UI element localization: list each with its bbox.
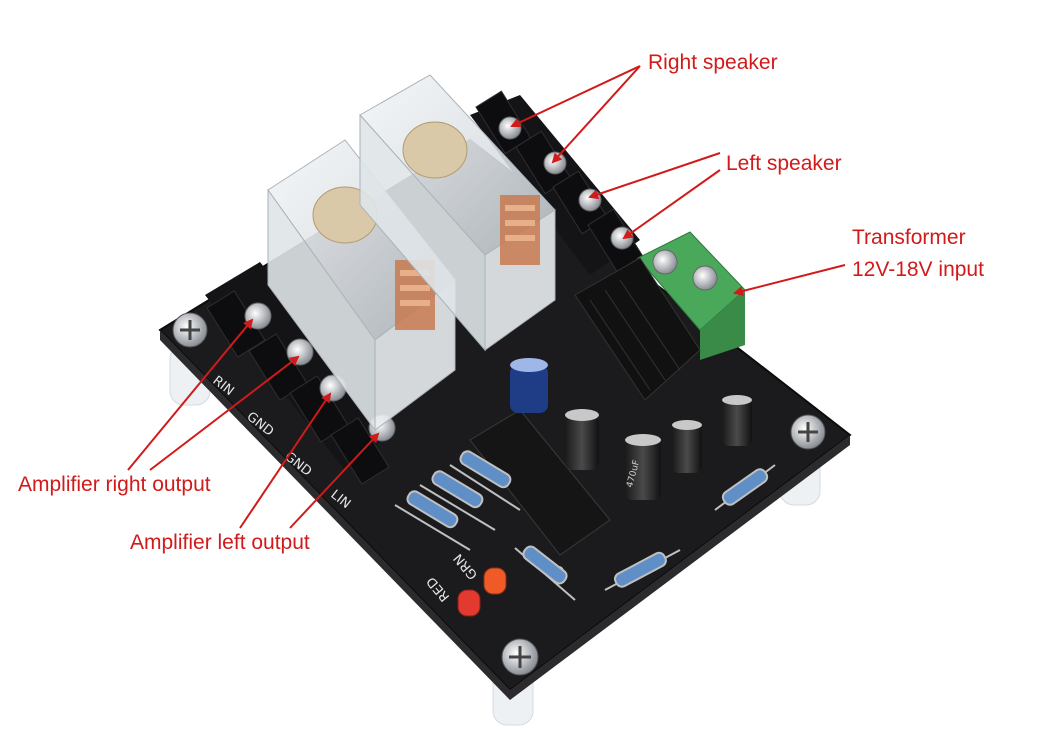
- callout-left-speaker: Left speaker: [726, 152, 842, 175]
- arrow-icon: [510, 65, 641, 128]
- relay-icon: [359, 74, 556, 352]
- ic-chip: [469, 409, 611, 556]
- arrow-icon: [622, 169, 721, 240]
- arrow-icon: [551, 65, 641, 164]
- standoff-screws: [172, 312, 826, 676]
- arrow-icon: [239, 392, 332, 529]
- resistor-icon: [394, 450, 776, 601]
- capacitor-icon: 470uF: [510, 358, 752, 500]
- relay-icon: [267, 139, 456, 432]
- callout-amp-right-output: Amplifier right output: [18, 473, 211, 496]
- callout-amp-left-output: Amplifier left output: [130, 531, 310, 554]
- arrow-icon: [149, 355, 300, 471]
- power-terminal: [637, 231, 746, 360]
- led-icon: [457, 567, 507, 617]
- input-terminal-block: [205, 262, 396, 485]
- arrow-icon: [733, 264, 846, 296]
- callout-right-speaker: Right speaker: [648, 51, 778, 74]
- arrow-icon: [289, 432, 380, 529]
- callout-transformer-voltage: 12V-18V input: [852, 258, 984, 281]
- callout-transformer: Transformer: [852, 226, 966, 249]
- heatsink-icon: [574, 257, 701, 401]
- arrow-icon: [127, 318, 254, 471]
- arrow-icon: [588, 152, 721, 200]
